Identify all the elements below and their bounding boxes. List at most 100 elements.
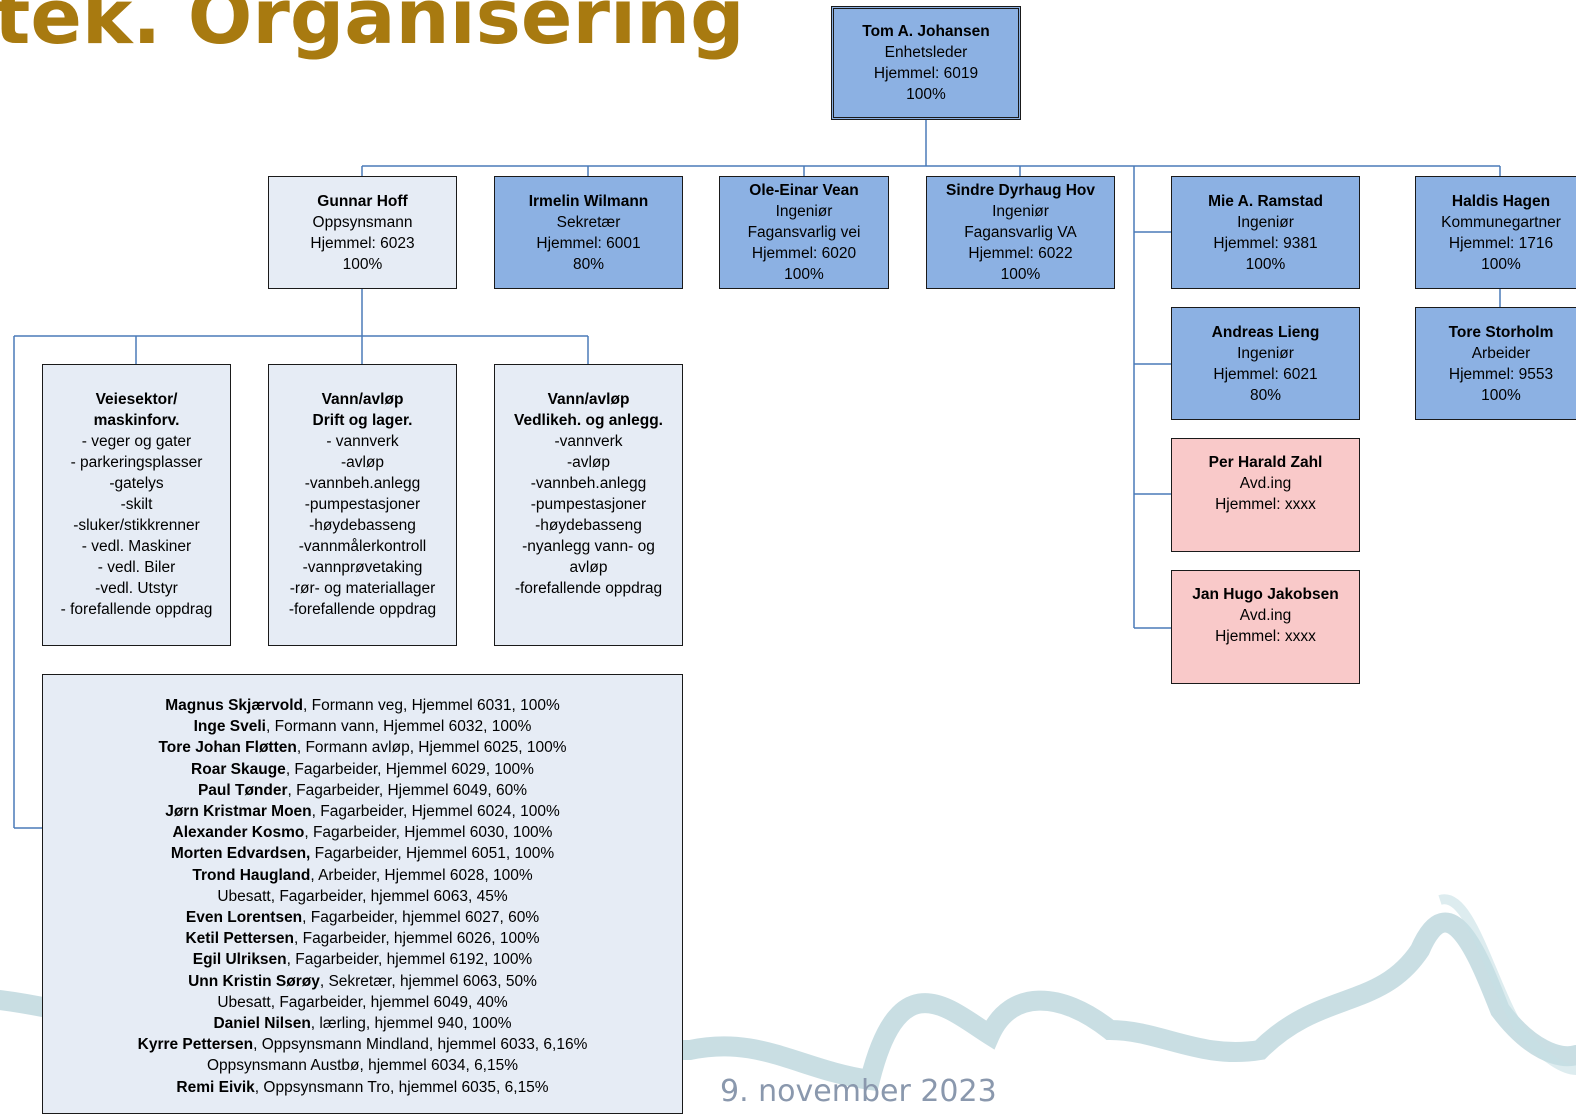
staff-details: , Oppsynsmann Tro, hjemmel 6035, 6,15% xyxy=(254,1078,549,1096)
person-position: Hjemmel: xxxx xyxy=(1215,628,1316,645)
leader-percent: 100% xyxy=(906,86,946,103)
staff-row: Paul Tønder, Fagarbeider, Hjemmel 6049, … xyxy=(43,780,682,801)
section-item: -skilt xyxy=(120,496,153,513)
staff-details: , Formann avløp, Hjemmel 6025, 100% xyxy=(296,739,567,757)
person-role-secondary: Fagansvarlig vei xyxy=(747,224,861,241)
person-role: Avd.ing xyxy=(1239,607,1292,624)
section-box-road[interactable]: Veiesektor/ maskinforv. - veger og gater… xyxy=(42,364,231,646)
person-position: Hjemmel: 6022 xyxy=(968,245,1073,262)
section-item: -rør- og materiallager xyxy=(289,580,436,597)
person-role: Arbeider xyxy=(1471,344,1531,362)
person-role-secondary: Fagansvarlig VA xyxy=(964,224,1077,241)
leader-role: Enhetsleder xyxy=(884,44,968,61)
staff-row: Alexander Kosmo, Fagarbeider, Hjemmel 60… xyxy=(43,822,682,843)
leader-name: Tom A. Johansen xyxy=(862,23,990,40)
gardener-box[interactable]: Haldis Hagen Kommunegartner Hjemmel: 171… xyxy=(1415,176,1576,289)
staff-details: , lærling, hjemmel 940, 100% xyxy=(310,1015,512,1033)
person-role: Ingeniør xyxy=(1237,213,1294,231)
section-item: -gatelys xyxy=(109,475,164,492)
section-title: maskinforv. xyxy=(93,412,180,429)
staff-name: Inge Sveli xyxy=(193,718,266,736)
staff-row: Ketil Pettersen, Fagarbeider, hjemmel 60… xyxy=(43,928,682,949)
person-percent: 100% xyxy=(1245,255,1286,273)
section-title: Vann/avløp xyxy=(547,391,630,408)
section-item: -pumpestasjoner xyxy=(304,496,421,513)
engineer-road-box[interactable]: Ole-Einar Vean Ingeniør Fagansvarlig vei… xyxy=(719,176,889,289)
person-position: Hjemmel: 6023 xyxy=(310,234,415,252)
staff-name: Ketil Pettersen xyxy=(185,930,294,948)
staff-row: Inge Sveli, Formann vann, Hjemmel 6032, … xyxy=(43,716,682,737)
section-item: avløp xyxy=(569,559,608,576)
section-item: -forefallende oppdrag xyxy=(288,601,437,618)
section-item: -vannbeh.anlegg xyxy=(530,475,647,492)
staff-name: Unn Kristin Sørøy xyxy=(188,972,320,990)
person-percent: 100% xyxy=(784,266,824,283)
section-title: Vedlikeh. og anlegg. xyxy=(513,412,663,429)
staff-details: , Fagarbeider, hjemmel 6192, 100% xyxy=(286,951,533,969)
staff-row: Kyrre Pettersen, Oppsynsmann Mindland, h… xyxy=(43,1034,682,1055)
staff-row: Jørn Kristmar Moen, Fagarbeider, Hjemmel… xyxy=(43,801,682,822)
staff-details: , Fagarbeider, hjemmel 6027, 60% xyxy=(302,909,540,927)
section-item: - veger og gater xyxy=(81,433,192,450)
section-item: -nyanlegg vann- og xyxy=(522,538,655,555)
staff-row: Morten Edvardsen, Fagarbeider, Hjemmel 6… xyxy=(43,843,682,864)
supervisor-box[interactable]: Gunnar Hoff Oppsynsmann Hjemmel: 6023 10… xyxy=(268,176,457,289)
staff-name: Alexander Kosmo xyxy=(172,824,305,842)
staff-row: Magnus Skjærvold, Formann veg, Hjemmel 6… xyxy=(43,695,682,716)
department-engineer-box[interactable]: Per Harald Zahl Avd.ing Hjemmel: xxxx xyxy=(1171,438,1360,552)
section-box-water-ops[interactable]: Vann/avløp Drift og lager. - vannverk -a… xyxy=(268,364,457,646)
person-role: Oppsynsmann xyxy=(312,213,413,231)
engineer-box[interactable]: Mie A. Ramstad Ingeniør Hjemmel: 9381 10… xyxy=(1171,176,1360,289)
engineer-va-box[interactable]: Sindre Dyrhaug Hov Ingeniør Fagansvarlig… xyxy=(926,176,1115,289)
person-position: Hjemmel: 6021 xyxy=(1213,365,1318,383)
section-item: -vannmålerkontroll xyxy=(298,538,427,555)
person-percent: 80% xyxy=(1249,386,1282,404)
staff-name: Paul Tønder xyxy=(197,781,288,799)
person-position: Hjemmel: 1716 xyxy=(1448,234,1554,252)
person-percent: 100% xyxy=(1481,386,1521,404)
person-percent: 100% xyxy=(1000,266,1041,283)
staff-name: Even Lorentsen xyxy=(185,909,303,927)
staff-row: Ubesatt, Fagarbeider, hjemmel 6049, 40% xyxy=(43,992,682,1013)
person-name: Haldis Hagen xyxy=(1451,192,1551,210)
staff-details: , Formann veg, Hjemmel 6031, 100% xyxy=(303,697,560,714)
section-item: - vannverk xyxy=(326,433,399,450)
staff-row: Tore Johan Fløtten, Formann avløp, Hjemm… xyxy=(43,737,682,758)
staff-details: , Fagarbeider, Hjemmel 6030, 100% xyxy=(304,824,553,842)
person-name: Tore Storholm xyxy=(1448,323,1554,341)
engineer-box[interactable]: Andreas Lieng Ingeniør Hjemmel: 6021 80% xyxy=(1171,307,1360,420)
section-item: -vannverk xyxy=(554,433,623,450)
staff-details: Fagarbeider, Hjemmel 6051, 100% xyxy=(310,845,555,863)
section-title: Vann/avløp xyxy=(321,391,404,408)
section-item: - forefallende oppdrag xyxy=(60,601,213,618)
staff-details: , Fagarbeider, Hjemmel 6029, 100% xyxy=(285,760,534,778)
leader-box[interactable]: Tom A. Johansen Enhetsleder Hjemmel: 601… xyxy=(831,6,1021,120)
section-item: - parkeringsplasser xyxy=(70,454,203,471)
person-percent: 100% xyxy=(342,255,383,273)
worker-box[interactable]: Tore Storholm Arbeider Hjemmel: 9553 100… xyxy=(1415,307,1576,420)
person-role: Ingeniør xyxy=(775,203,833,220)
department-engineer-box[interactable]: Jan Hugo Jakobsen Avd.ing Hjemmel: xxxx xyxy=(1171,570,1360,684)
staff-row: Roar Skauge, Fagarbeider, Hjemmel 6029, … xyxy=(43,759,682,780)
staff-details: , Sekretær, hjemmel 6063, 50% xyxy=(319,972,537,990)
secretary-box[interactable]: Irmelin Wilmann Sekretær Hjemmel: 6001 8… xyxy=(494,176,683,289)
section-item: -vedl. Utstyr xyxy=(95,580,178,597)
staff-name: Daniel Nilsen xyxy=(213,1015,311,1033)
staff-name: Jørn Kristmar Moen xyxy=(165,803,312,821)
staff-details: Ubesatt, Fagarbeider, hjemmel 6063, 45% xyxy=(217,887,508,905)
section-item: -sluker/stikkrenner xyxy=(73,517,200,534)
staff-row: Trond Haugland, Arbeider, Hjemmel 6028, … xyxy=(43,865,682,886)
staff-row: Even Lorentsen, Fagarbeider, hjemmel 602… xyxy=(43,907,682,928)
section-title: Drift og lager. xyxy=(312,412,413,429)
staff-name: Morten Edvardsen, xyxy=(170,845,311,863)
staff-details: , Fagarbeider, Hjemmel 6024, 100% xyxy=(311,803,560,821)
person-role: Avd.ing xyxy=(1239,475,1292,492)
section-box-water-maintenance[interactable]: Vann/avløp Vedlikeh. og anlegg. -vannver… xyxy=(494,364,683,646)
staff-name: Egil Ulriksen xyxy=(192,951,287,969)
staff-row: Oppsynsmann Austbø, hjemmel 6034, 6,15% xyxy=(43,1055,682,1076)
staff-row: Unn Kristin Sørøy, Sekretær, hjemmel 606… xyxy=(43,971,682,992)
staff-name: Remi Eivik xyxy=(176,1078,255,1096)
person-role: Sekretær xyxy=(556,213,621,231)
person-name: Mie A. Ramstad xyxy=(1208,192,1323,210)
